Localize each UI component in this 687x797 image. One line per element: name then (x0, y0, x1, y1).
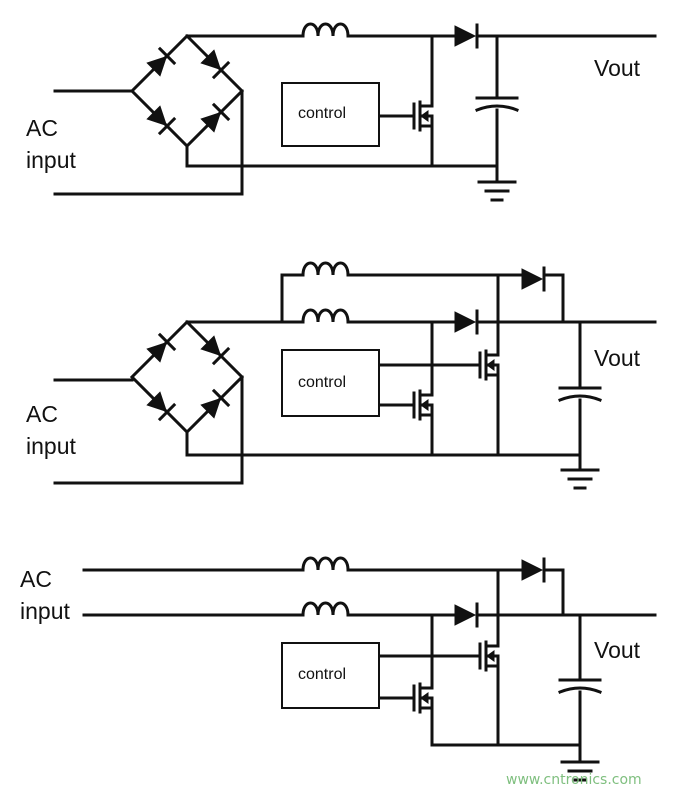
input-label: input (26, 147, 76, 173)
inductor-icon (301, 22, 350, 38)
circuit-1-boost-pfc (53, 22, 657, 202)
control-block (281, 349, 380, 417)
circuit-2-interleaved-pfc (53, 261, 657, 490)
watermark: www.cntronics.com (506, 772, 642, 788)
input-label: input (20, 598, 70, 624)
ac-input-label-3: AC input (20, 563, 70, 627)
bridge-rectifier-2 (129, 319, 245, 435)
vout-label-3: Vout (594, 637, 641, 663)
bridge-rectifier-1 (129, 33, 245, 149)
ac-input-label-1: AC input (26, 112, 76, 176)
input-label: input (26, 433, 76, 459)
control-label-1: control (298, 105, 347, 122)
ac-label: AC (20, 566, 52, 592)
control-label-3: control (298, 666, 347, 683)
ac-label: AC (26, 401, 58, 427)
circuit-3-bridgeless-pfc (82, 556, 657, 782)
ac-label: AC (26, 115, 58, 141)
vout-label-2: Vout (594, 345, 641, 371)
control-block (281, 642, 380, 709)
ac-input-label-2: AC input (26, 398, 76, 462)
control-label-2: control (298, 374, 347, 391)
control-block (281, 82, 380, 147)
vout-label-1: Vout (594, 55, 641, 81)
